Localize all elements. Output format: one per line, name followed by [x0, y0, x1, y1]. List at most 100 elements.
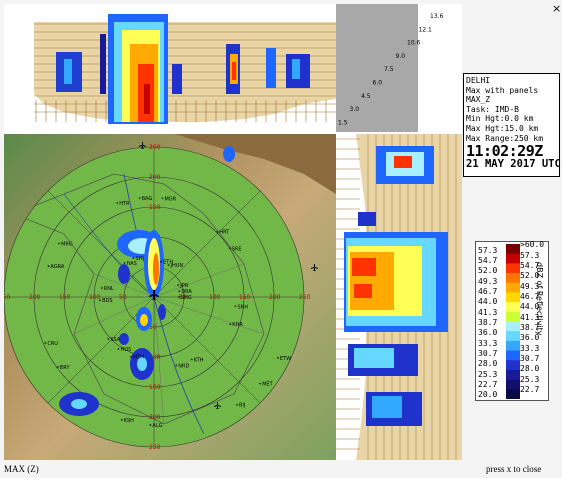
city-label: HRT [219, 230, 230, 236]
ppi-echoes [59, 146, 235, 416]
city-dot [161, 197, 164, 200]
city-dot [229, 323, 232, 325]
legend-swatch [506, 292, 520, 303]
legend-right-label: 49.3 [520, 281, 540, 291]
legend-right-label: 38.7 [520, 323, 540, 333]
height-label: 1.5 [338, 119, 348, 126]
range-ring-label: 250 [149, 144, 161, 151]
legend-left-label: 22.7 [478, 379, 498, 389]
city-dot [99, 299, 101, 301]
range-ring-label: 150 [239, 294, 251, 301]
city-label: SSA [110, 337, 120, 343]
height-label: 7.5 [384, 66, 394, 73]
legend-swatch [506, 263, 520, 274]
city-label: MGR [164, 196, 176, 202]
legend-left-label: 36.0 [478, 328, 498, 338]
range-ring-label: 150 [149, 384, 161, 391]
height-label: 9.0 [396, 53, 406, 60]
city-label: BAG [142, 196, 153, 202]
city-label: JPR [179, 283, 188, 289]
range-ring-label: 150 [149, 204, 161, 211]
height-label: 13.6 [430, 13, 444, 20]
city-label: KSH [124, 418, 134, 424]
city-label: HOS [120, 347, 131, 353]
right-cross-section-panel [336, 134, 462, 460]
city-label: MRG [61, 241, 73, 247]
legend-right-label: 57.3 [520, 250, 540, 260]
legend-right-label: >60.0 [520, 240, 545, 250]
range-ring-label: 100 [149, 354, 161, 361]
legend-swatch [506, 340, 520, 352]
city-dot [149, 424, 152, 426]
height-label: 10.6 [407, 40, 421, 47]
city-dot [138, 197, 141, 199]
legend-right-label: 30.7 [520, 354, 540, 364]
city-dot [56, 366, 59, 368]
legend-right-label: 33.3 [520, 343, 540, 353]
legend-swatch [506, 379, 520, 390]
range-ring-label: 200 [269, 294, 281, 301]
city-dot [178, 296, 180, 298]
city-label: CRU [47, 341, 58, 347]
legend-swatch [506, 331, 520, 342]
legend-swatch [506, 244, 520, 255]
legend-left-label: 30.7 [478, 348, 498, 358]
legend-left-label: 25.3 [478, 369, 498, 379]
city-dot [107, 338, 110, 340]
city-label: ETW [280, 356, 291, 362]
city-label: MTH [133, 355, 144, 361]
legend-right-label: 22.7 [520, 385, 540, 395]
legend-swatch [506, 273, 520, 284]
legend-left-label: 33.3 [478, 338, 498, 348]
city-label: JHUN [170, 263, 184, 269]
city-dot [178, 290, 181, 292]
max-range: Max Range:250 km [466, 133, 544, 143]
range-ring-label: 250 [299, 294, 311, 301]
height-label: 6.0 [373, 80, 383, 87]
scan-time: 11:02:29Z [466, 142, 543, 161]
city-label: KTH [194, 357, 204, 363]
city-dot [116, 202, 119, 204]
legend-swatch [506, 253, 520, 264]
legend-left-label: 46.7 [478, 286, 498, 296]
legend-left-label: 20.0 [478, 390, 498, 400]
range-ring-label: 50 [149, 324, 157, 331]
range-ring-label: 150 [59, 294, 71, 301]
city-label: HAS [127, 261, 137, 267]
city-label: DRA [181, 289, 192, 295]
city-dot [58, 242, 60, 245]
city-label: SHG [181, 295, 192, 301]
city-label: BRY [60, 365, 71, 371]
city-dot [120, 419, 123, 421]
legend-right-label: 44.0 [520, 302, 540, 312]
legend-swatch [506, 350, 520, 361]
city-dot [132, 257, 135, 259]
city-label: HTR [119, 201, 130, 207]
legend-swatch [506, 369, 520, 381]
city-dot [175, 364, 178, 367]
city-label: KHR [232, 322, 243, 328]
range-ring-label: 200 [149, 174, 161, 181]
legend-swatch [506, 389, 520, 399]
task-name: Task: IMD-B [466, 104, 519, 114]
station-name: DELHI [466, 76, 491, 85]
city-label: RNL [104, 286, 114, 292]
right-echoes [344, 146, 448, 426]
city-dot [100, 287, 103, 289]
legend-left-label: 57.3 [478, 245, 498, 255]
city-label: MET [262, 382, 273, 388]
height-scale-panel: 13.612.110.69.07.56.04.53.01.5 [336, 4, 462, 134]
city-dot [123, 262, 126, 264]
close-icon[interactable]: × [552, 2, 562, 15]
city-dot [47, 265, 50, 267]
height-label: 4.5 [361, 93, 371, 100]
city-dot [277, 356, 279, 359]
legend-swatch [506, 302, 520, 313]
top-echoes [56, 14, 310, 124]
legend-left-label: 52.0 [478, 266, 498, 276]
city-dot [228, 247, 231, 250]
legend-right-label: 41.3 [520, 312, 540, 322]
city-dot [236, 403, 238, 406]
